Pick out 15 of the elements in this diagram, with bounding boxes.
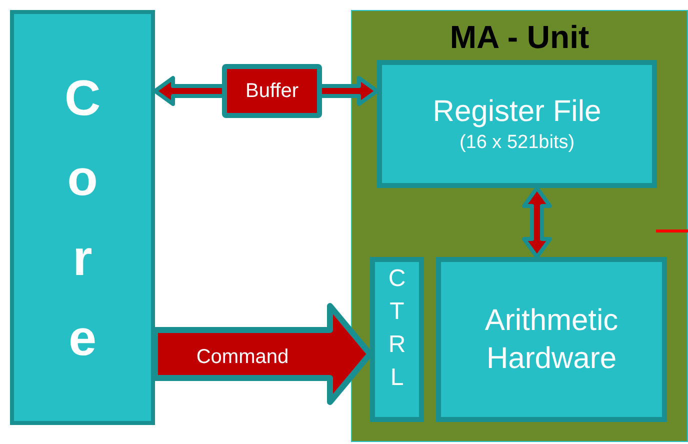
register-box xyxy=(377,60,657,188)
control-box xyxy=(370,257,424,422)
block-arrow xyxy=(152,303,373,405)
edge-label: Command xyxy=(196,347,289,367)
vertical-label: CTRL xyxy=(387,264,407,394)
core-box xyxy=(10,10,155,425)
box-subtitle: (16 x 521bits) xyxy=(459,130,575,155)
unit-panel xyxy=(351,10,688,442)
box-title: Register File xyxy=(432,94,602,130)
buffer-label: Buffer xyxy=(222,64,322,118)
box-title: Arithmetic Hardware xyxy=(484,303,620,376)
hardware-box xyxy=(436,257,667,422)
unit-title: MA - Unit xyxy=(448,21,590,53)
double-arrow xyxy=(522,186,552,259)
vertical-label: Core xyxy=(63,68,102,368)
